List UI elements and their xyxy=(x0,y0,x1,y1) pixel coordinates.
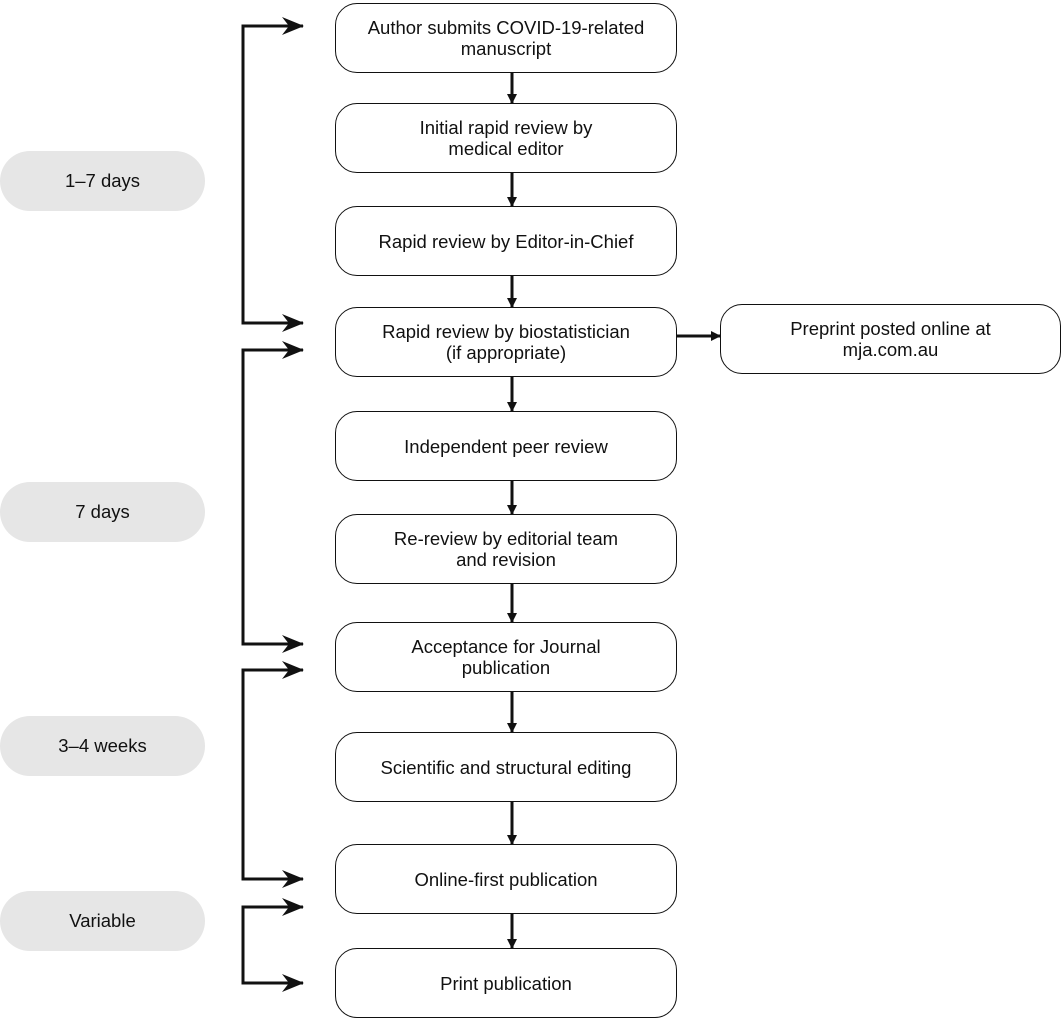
step-box-online: Online-first publication xyxy=(335,844,677,914)
timeline-bracket xyxy=(241,348,304,653)
duration-badge: 1–7 days xyxy=(0,151,205,211)
step-box-submit: Author submits COVID-19-related manuscri… xyxy=(335,3,677,73)
step-label: Independent peer review xyxy=(404,435,608,457)
step-label: Scientific and structural editing xyxy=(380,756,632,778)
step-box-editing: Scientific and structural editing xyxy=(335,732,677,802)
duration-badge: Variable xyxy=(0,891,205,951)
preprint-label: Preprint posted online at mja.com.au xyxy=(790,318,991,360)
step-label: Print publication xyxy=(440,972,572,994)
timeline-bracket xyxy=(241,24,304,332)
step-label: Rapid review by biostatistician (if appr… xyxy=(382,321,630,363)
preprint-box: Preprint posted online at mja.com.au xyxy=(720,304,1061,374)
timeline-bracket xyxy=(241,905,304,992)
step-box-accept: Acceptance for Journal publication xyxy=(335,622,677,692)
step-box-peer: Independent peer review xyxy=(335,411,677,481)
step-box-eic: Rapid review by Editor-in-Chief xyxy=(335,206,677,276)
step-label: Author submits COVID-19-related manuscri… xyxy=(367,17,645,59)
timeline-bracket xyxy=(241,668,304,888)
step-box-rereview: Re-review by editorial team and revision xyxy=(335,514,677,584)
step-box-initial: Initial rapid review by medical editor xyxy=(335,103,677,173)
duration-badge: 7 days xyxy=(0,482,205,542)
step-label: Rapid review by Editor-in-Chief xyxy=(378,230,634,252)
duration-badge: 3–4 weeks xyxy=(0,716,205,776)
step-box-biostat: Rapid review by biostatistician (if appr… xyxy=(335,307,677,377)
step-box-print: Print publication xyxy=(335,948,677,1018)
step-label: Online-first publication xyxy=(414,868,598,890)
step-label: Re-review by editorial team and revision xyxy=(393,528,619,570)
step-label: Initial rapid review by medical editor xyxy=(419,117,593,159)
step-label: Acceptance for Journal publication xyxy=(411,636,601,678)
